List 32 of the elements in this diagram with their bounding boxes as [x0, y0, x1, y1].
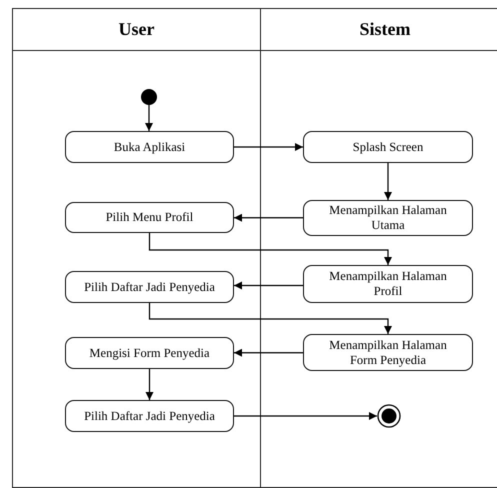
activity-label: Pilih Daftar Jadi Penyedia	[84, 408, 215, 424]
activity-box	[65, 271, 234, 303]
lane-header: Sistem	[261, 9, 497, 51]
arrow	[234, 214, 303, 222]
activity-box	[65, 202, 234, 233]
activity-box	[303, 200, 473, 236]
arrow	[234, 282, 303, 290]
activity-label: Buka Aplikasi	[114, 140, 186, 154]
arrow	[234, 143, 303, 151]
activity-box	[65, 337, 234, 369]
activity-box	[303, 334, 473, 371]
activity-box	[303, 131, 473, 163]
arrow	[384, 163, 392, 200]
activity-box	[65, 400, 234, 432]
activity-label: Pilih Daftar Jadi Penyedia	[84, 280, 215, 294]
activity-label: Pilih Menu Profil	[106, 210, 194, 225]
lane-header: User	[13, 9, 260, 51]
activity-label: Menampilkan Halaman Utama	[328, 203, 448, 233]
swimlane	[260, 8, 497, 488]
activity-label: Menampilkan Halaman Form Penyedia	[328, 338, 448, 368]
arrow	[148, 303, 392, 334]
activity-box	[65, 131, 234, 163]
activity-label: Splash Screen	[352, 140, 424, 154]
arrow	[234, 348, 303, 357]
arrow	[146, 369, 154, 400]
swimlane	[12, 8, 261, 488]
activity-label: Mengisi Form Penyedia	[89, 346, 210, 360]
activity-label: Menampilkan Halaman Profil	[328, 269, 448, 299]
activity-box	[303, 265, 473, 303]
arrow	[145, 105, 153, 131]
arrow	[148, 233, 392, 265]
arrow	[234, 412, 377, 420]
